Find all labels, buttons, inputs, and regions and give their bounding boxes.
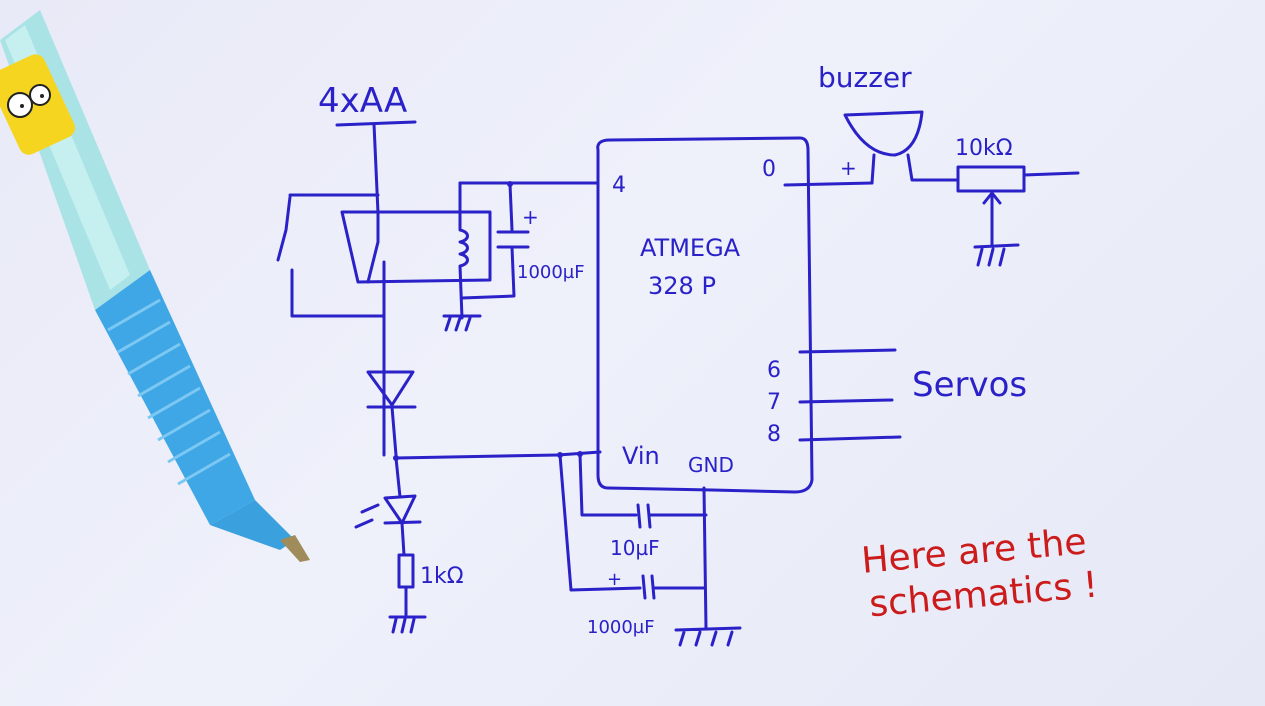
battery-source: 4xAA bbox=[318, 81, 417, 215]
svg-text:+: + bbox=[840, 156, 857, 180]
capacitor-small-icon bbox=[636, 503, 652, 529]
potentiometer-icon bbox=[956, 165, 1026, 193]
ground-icon bbox=[442, 314, 482, 332]
servos-label: Servos bbox=[912, 365, 1027, 405]
relay-cap-label: 1000µF bbox=[517, 262, 585, 283]
mcu-model: 328 P bbox=[648, 272, 716, 300]
pen-grip-ridges bbox=[107, 298, 231, 486]
diode-icon bbox=[366, 370, 417, 409]
decoupling-capacitors: 10µF + 1000µF bbox=[556, 450, 742, 647]
svg-text:+: + bbox=[522, 205, 539, 229]
caption: Here are the schematics ! bbox=[860, 521, 1100, 625]
diode-led-branch: 1kΩ bbox=[354, 370, 560, 634]
buzzer-circuit: buzzer + 10kΩ bbox=[783, 61, 1080, 267]
led-resistor-label: 1kΩ bbox=[420, 564, 464, 589]
relay-switch-block: + 1000µF bbox=[276, 181, 599, 457]
mcu-name: ATMEGA bbox=[640, 234, 741, 262]
pen-tip bbox=[280, 535, 310, 562]
pin-6-label: 6 bbox=[767, 358, 781, 383]
pen-grip bbox=[95, 270, 255, 525]
svg-text:+: + bbox=[607, 569, 622, 590]
led-icon bbox=[383, 494, 422, 525]
battery-label: 4xAA bbox=[318, 81, 407, 121]
pen bbox=[0, 10, 310, 562]
pin-0-label: 0 bbox=[762, 157, 776, 182]
pin-4-label: 4 bbox=[612, 173, 626, 198]
potentiometer-label: 10kΩ bbox=[955, 136, 1013, 161]
relay-coil-icon bbox=[458, 210, 469, 320]
servo-connections: Servos bbox=[798, 348, 1027, 442]
buzzer-icon bbox=[843, 110, 924, 157]
relay-capacitor-icon bbox=[496, 230, 530, 249]
buzzer-label: buzzer bbox=[818, 61, 912, 94]
pin-8-label: 8 bbox=[767, 422, 781, 447]
capacitor-large-icon bbox=[641, 574, 656, 600]
cap-large-label: 1000µF bbox=[587, 617, 655, 638]
ground-icon bbox=[388, 615, 427, 634]
pin-7-label: 7 bbox=[767, 390, 781, 415]
cartoon-print bbox=[0, 54, 76, 155]
pin-gnd-label: GND bbox=[688, 453, 734, 477]
resistor-icon bbox=[397, 553, 415, 589]
mcu-chip: ATMEGA 328 P 4 0 6 7 8 Vin GND bbox=[596, 136, 814, 494]
ground-icon bbox=[973, 243, 1020, 267]
pen-cone bbox=[210, 500, 295, 550]
pin-vin-label: Vin bbox=[622, 442, 660, 470]
ground-icon bbox=[674, 626, 742, 647]
cap-small-label: 10µF bbox=[610, 536, 660, 560]
